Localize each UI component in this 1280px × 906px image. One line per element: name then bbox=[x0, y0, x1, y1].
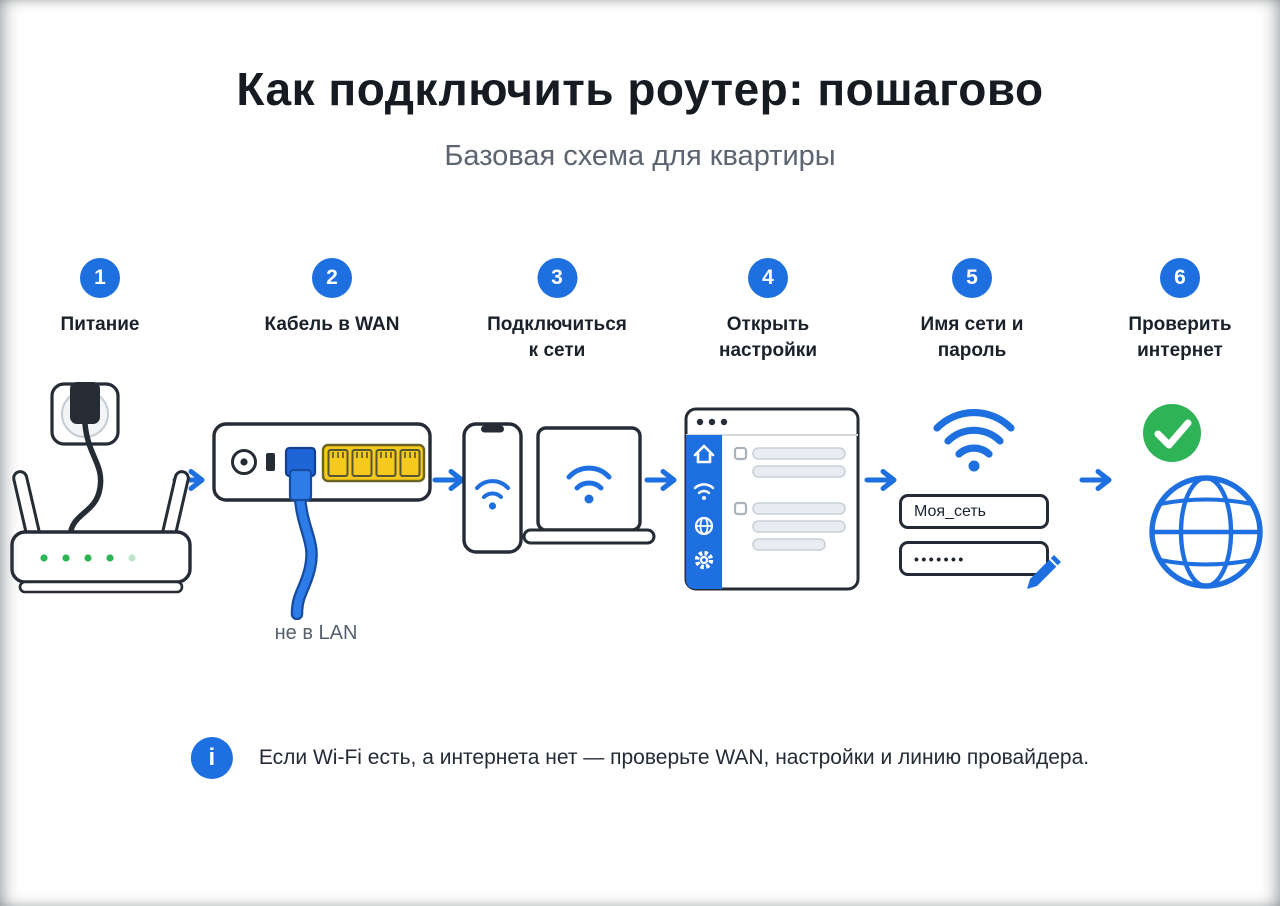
wifi-icon bbox=[693, 483, 715, 500]
page-title: Как подключить роутер: пошагово bbox=[236, 63, 1044, 115]
step-6-label: Проверить интернет bbox=[1128, 314, 1232, 361]
power-cable bbox=[67, 421, 104, 539]
step-5-header: 5 Имя сети и пароль bbox=[917, 258, 1027, 363]
step-5-number-badge: 5 bbox=[952, 258, 992, 298]
lan-ports bbox=[321, 443, 426, 483]
phone-laptop-illustration bbox=[462, 422, 656, 554]
step-2-number: 2 bbox=[326, 266, 338, 289]
router-front-icon bbox=[10, 470, 192, 594]
globe-icon bbox=[694, 516, 714, 536]
arrow-icon bbox=[644, 469, 677, 491]
checkbox-icon bbox=[733, 446, 748, 461]
step-3-number-badge: 3 bbox=[537, 258, 577, 298]
step-4-number: 4 bbox=[762, 266, 774, 289]
step-3-label: Подключиться к сети bbox=[487, 314, 627, 361]
home-icon bbox=[693, 444, 715, 464]
led-indicators bbox=[40, 554, 136, 562]
laptop-base bbox=[522, 528, 656, 545]
sidebar bbox=[686, 435, 722, 589]
lan-warning-note: не в LAN bbox=[274, 622, 358, 644]
step-4-number-badge: 4 bbox=[748, 258, 788, 298]
wifi-icon bbox=[475, 479, 510, 510]
network-name-value: Моя_сеть bbox=[914, 502, 986, 520]
step-1-header: 1 Питание bbox=[40, 258, 160, 338]
password-field: ••••••• bbox=[899, 541, 1049, 576]
wifi-icon bbox=[566, 465, 612, 504]
step-3-number: 3 bbox=[551, 266, 563, 289]
info-symbol: i bbox=[208, 744, 216, 771]
step-3-header: 3 Подключиться к сети bbox=[485, 258, 630, 363]
step-2-label: Кабель в WAN bbox=[264, 314, 400, 335]
settings-window-illustration bbox=[684, 407, 860, 591]
network-credentials-illustration: Моя_сеть ••••••• bbox=[896, 400, 1061, 589]
power-port-icon bbox=[231, 449, 257, 475]
arrow-icon bbox=[864, 469, 897, 491]
step-4-header: 4 Открыть настройки bbox=[708, 258, 828, 363]
step-6-number-badge: 6 bbox=[1160, 258, 1200, 298]
phone-notch bbox=[481, 425, 504, 433]
footer-note-text: Если Wi-Fi есть, а интернета нет — прове… bbox=[258, 746, 1090, 769]
cable-connector bbox=[288, 468, 313, 502]
window-dots bbox=[696, 418, 728, 426]
arrow-icon bbox=[432, 469, 465, 491]
step-5-label: Имя сети и пароль bbox=[920, 314, 1024, 361]
wifi-icon bbox=[933, 408, 1015, 472]
laptop-icon bbox=[522, 426, 656, 545]
reset-button bbox=[266, 453, 275, 471]
step-1-number-badge: 1 bbox=[80, 258, 120, 298]
info-icon: i bbox=[190, 737, 233, 779]
settings-form-rows bbox=[733, 446, 846, 551]
checkbox-icon bbox=[733, 501, 748, 516]
internet-globe-icon bbox=[1149, 475, 1263, 589]
password-mask-value: ••••••• bbox=[914, 550, 966, 567]
arrow-icon bbox=[1079, 469, 1112, 491]
step-6-number: 6 bbox=[1174, 266, 1186, 289]
step-6-header: 6 Проверить интернет bbox=[1120, 258, 1240, 363]
gear-icon bbox=[694, 550, 714, 570]
page-subtitle: Базовая схема для квартиры bbox=[444, 140, 836, 172]
step-5-number: 5 bbox=[966, 266, 978, 289]
footer-note-row: i Если Wi-Fi есть, а интернета нет — про… bbox=[190, 737, 1090, 779]
ethernet-cable-icon bbox=[288, 468, 318, 620]
power-outlet-and-router-illustration bbox=[10, 382, 192, 594]
power-plug-icon bbox=[67, 382, 104, 539]
success-check-icon bbox=[1143, 404, 1201, 462]
router-rear-illustration bbox=[212, 422, 432, 620]
network-name-field: Моя_сеть bbox=[899, 494, 1049, 529]
pencil-icon bbox=[1027, 555, 1061, 589]
step-4-label: Открыть настройки bbox=[719, 314, 817, 361]
step-2-header: 2 Кабель в WAN bbox=[247, 258, 417, 338]
step-2-number-badge: 2 bbox=[312, 258, 352, 298]
phone-icon bbox=[462, 422, 523, 554]
step-1-number: 1 bbox=[94, 266, 106, 289]
internet-check-illustration bbox=[1143, 404, 1263, 589]
step-1-label: Питание bbox=[60, 314, 140, 335]
